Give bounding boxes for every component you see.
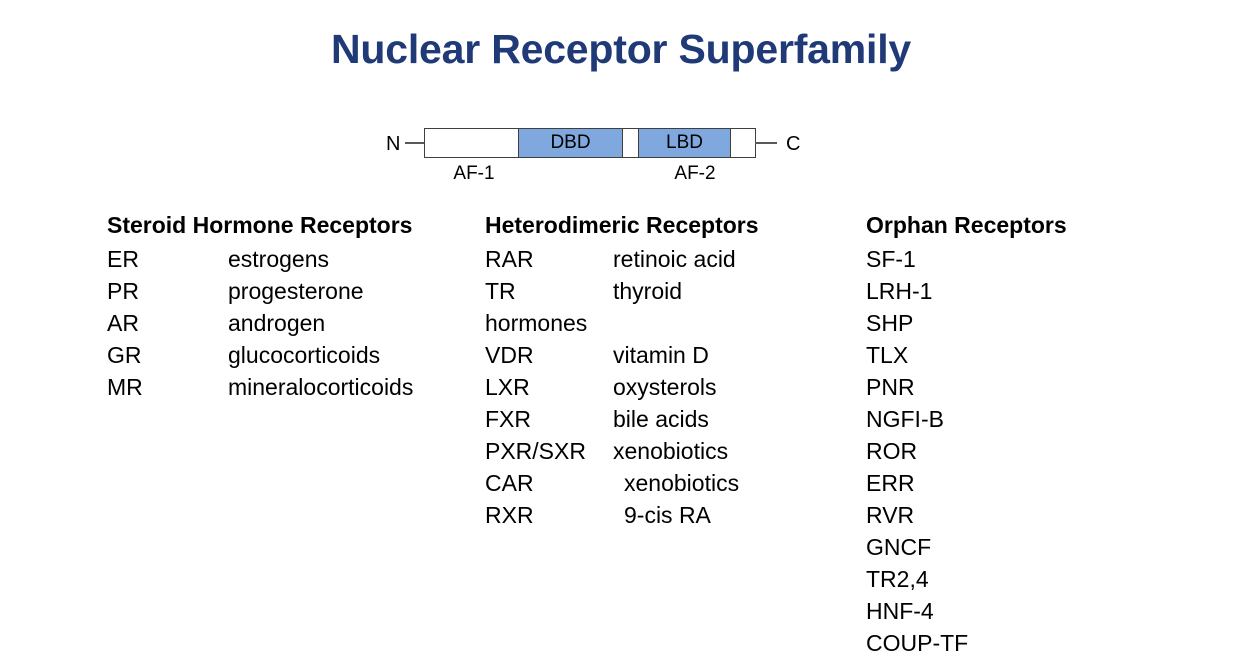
receptor-abbr: VDR	[485, 342, 534, 368]
list-item: FXR bile acids	[485, 403, 759, 435]
receptor-abbr: HNF-4	[866, 598, 934, 624]
receptor-abbr: TR2,4	[866, 566, 929, 592]
receptor-ligand: mineralocorticoids	[228, 374, 414, 400]
segment-lbd-label: LBD	[666, 132, 703, 153]
receptor-abbr: SHP	[866, 310, 914, 336]
segment-dbd-label: DBD	[550, 132, 591, 153]
list-item: COUP-TF	[866, 627, 1067, 659]
list-item: GR glucocorticoids	[107, 339, 413, 371]
receptor-abbr: PR	[107, 278, 139, 304]
receptor-ligand: progesterone	[228, 278, 364, 304]
receptor-domain-diagram: N DBD LBD C AF-1 AF-2	[0, 0, 1242, 200]
receptor-abbr: RXR	[485, 502, 534, 528]
receptor-abbr: CAR	[485, 470, 534, 496]
receptor-abbr: ROR	[866, 438, 918, 464]
list-item: MR mineralocorticoids	[107, 371, 413, 403]
receptor-ligand: vitamin D	[613, 342, 709, 368]
segment-f-domain	[730, 128, 756, 158]
list-item: LXR oxysterols	[485, 371, 759, 403]
receptor-abbr: LXR	[485, 374, 530, 400]
segment-n-terminal-domain	[424, 128, 519, 158]
list-item: TR thyroid	[485, 275, 759, 307]
receptor-abbr: TR	[485, 278, 516, 304]
list-item: HNF-4	[866, 595, 1067, 627]
list-item: ROR	[866, 435, 1067, 467]
receptor-ligand: xenobiotics	[613, 438, 729, 464]
list-item: hormones	[485, 307, 759, 339]
receptor-ligand: retinoic acid	[613, 246, 736, 272]
list-item: RVR	[866, 499, 1067, 531]
column-steroid-hormone-receptors: Steroid Hormone Receptors ER estrogens PR…	[107, 210, 413, 403]
receptor-abbr: FXR	[485, 406, 531, 432]
receptor-abbr: PNR	[866, 374, 915, 400]
receptor-ligand: bile acids	[613, 406, 709, 432]
column-header: Orphan Receptors	[866, 212, 1067, 238]
page-title: Nuclear Receptor Superfamily	[331, 26, 911, 72]
list-item: TLX	[866, 339, 1067, 371]
segment-dna-binding-domain: DBD	[518, 128, 623, 158]
receptor-abbr: COUP-TF	[866, 630, 969, 656]
list-item: PXR/SXR xenobiotics	[485, 435, 759, 467]
receptor-ligand: androgen	[228, 310, 326, 336]
receptor-abbr: GR	[107, 342, 142, 368]
receptor-abbr: RVR	[866, 502, 915, 528]
list-item: RXR 9-cis RA	[485, 499, 759, 531]
column-header: Steroid Hormone Receptors	[107, 212, 413, 238]
list-item: SHP	[866, 307, 1067, 339]
receptor-abbr: NGFI-B	[866, 406, 944, 432]
receptor-ligand: oxysterols	[613, 374, 717, 400]
segment-ligand-binding-domain: LBD	[638, 128, 731, 158]
receptor-abbr: ER	[107, 246, 139, 272]
receptor-abbr: PXR/SXR	[485, 438, 586, 464]
list-item: PNR	[866, 371, 1067, 403]
af-1-label: AF-1	[453, 163, 495, 184]
receptor-abbr: LRH-1	[866, 278, 933, 304]
receptor-ligand-continuation: hormones	[485, 310, 588, 336]
list-item: TR2,4	[866, 563, 1067, 595]
segment-hinge-region	[622, 128, 639, 158]
list-item: CAR xenobiotics	[485, 467, 759, 499]
af-2-label: AF-2	[674, 163, 716, 184]
receptor-abbr: TLX	[866, 342, 909, 368]
receptor-abbr: AR	[107, 310, 139, 336]
column-orphan-receptors: Orphan Receptors SF-1 LRH-1 SHP TLX PNR …	[866, 210, 1067, 659]
list-item: AR androgen	[107, 307, 413, 339]
n-terminus-connector-line	[405, 142, 424, 144]
receptor-abbr: GNCF	[866, 534, 932, 560]
n-terminus-label: N	[386, 133, 401, 155]
list-item: VDR vitamin D	[485, 339, 759, 371]
receptor-abbr: RAR	[485, 246, 534, 272]
receptor-abbr: SF-1	[866, 246, 916, 272]
c-terminus-connector-line	[755, 142, 777, 144]
list-item: ERR	[866, 467, 1067, 499]
list-item: GNCF	[866, 531, 1067, 563]
receptor-ligand: xenobiotics	[624, 470, 740, 496]
c-terminus-label: C	[786, 133, 801, 155]
list-item: RAR retinoic acid	[485, 243, 759, 275]
receptor-ligand: 9-cis RA	[624, 502, 711, 528]
column-heterodimeric-receptors: Heterodimeric Receptors RAR retinoic acid…	[485, 210, 759, 531]
list-item: ER estrogens	[107, 243, 413, 275]
receptor-ligand: thyroid	[613, 278, 683, 304]
receptor-abbr: MR	[107, 374, 143, 400]
list-item: LRH-1	[866, 275, 1067, 307]
receptor-abbr: ERR	[866, 470, 915, 496]
list-item: PR progesterone	[107, 275, 413, 307]
list-item: SF-1	[866, 243, 1067, 275]
list-item: NGFI-B	[866, 403, 1067, 435]
receptor-ligand: estrogens	[228, 246, 330, 272]
column-header: Heterodimeric Receptors	[485, 212, 759, 238]
receptor-ligand: glucocorticoids	[228, 342, 381, 368]
